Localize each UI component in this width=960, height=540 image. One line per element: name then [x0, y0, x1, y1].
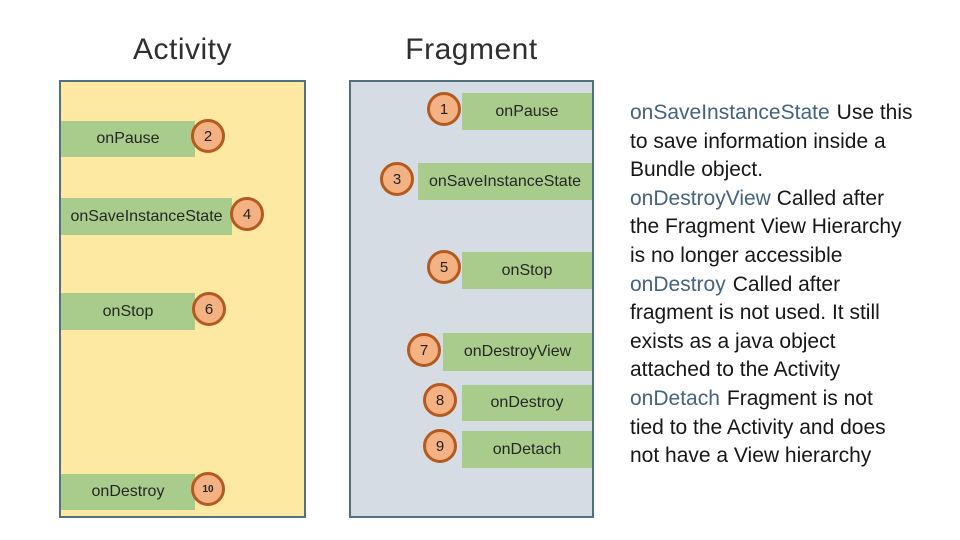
- step-circle-2: 2: [191, 119, 225, 153]
- activity-method-box-ondestroy: onDestroy: [61, 474, 195, 510]
- step-number: 1: [439, 100, 449, 118]
- step-number: 2: [203, 127, 213, 145]
- step-circle-4: 4: [230, 197, 264, 231]
- note-line: exists as a java object: [630, 329, 836, 353]
- method-label: onSaveInstanceState: [70, 207, 223, 225]
- step-number: 8: [435, 391, 445, 409]
- note-line: Bundle object.: [630, 158, 764, 182]
- fragment-panel: 1 onPause 3 onSaveInstanceState 5 onStop…: [349, 80, 594, 518]
- step-number: 9: [435, 437, 445, 455]
- fragment-method-box-onstop: onStop: [462, 252, 592, 289]
- fragment-method-box-ondetach: onDetach: [462, 431, 592, 468]
- method-label: onDestroy: [490, 394, 564, 411]
- note-line: fragment is not used. It still: [630, 301, 880, 325]
- note-keyword: onDetach: [630, 386, 720, 410]
- step-circle-7: 7: [407, 333, 441, 367]
- step-circle-3: 3: [380, 162, 414, 196]
- step-circle-10: 10: [191, 472, 225, 506]
- note-line: is no longer accessible: [630, 243, 843, 267]
- step-number: 10: [202, 483, 214, 495]
- method-label: onSaveInstanceState: [428, 172, 582, 190]
- fragment-column-title: Fragment: [405, 33, 538, 66]
- fragment-method-box-ondestroyview: onDestroyView: [443, 333, 592, 371]
- note-keyword: onDestroyView: [630, 186, 771, 210]
- note-keyword: onDestroy: [630, 272, 726, 296]
- method-label: onDetach: [492, 440, 562, 458]
- method-label: onPause: [96, 130, 160, 147]
- note-line: not have a View hierarchy: [630, 444, 872, 468]
- step-circle-9: 9: [423, 429, 457, 463]
- notes-text-block: onSaveInstanceState Use this to save info…: [630, 99, 960, 471]
- note-text: Called after: [732, 272, 841, 296]
- note-line: tied to the Activity and does: [630, 415, 886, 439]
- activity-method-box-onpause: onPause: [61, 121, 195, 157]
- note-line: the Fragment View Hierarchy: [630, 215, 902, 239]
- step-circle-6: 6: [192, 292, 226, 326]
- note-text: Fragment is not: [726, 386, 873, 410]
- method-label: onPause: [495, 102, 559, 120]
- method-label: onStop: [102, 302, 154, 320]
- step-circle-5: 5: [427, 250, 461, 284]
- note-line: onDestroyView Called after: [630, 185, 960, 214]
- method-label: onStop: [501, 261, 553, 279]
- activity-panel: onPause 2 onSaveInstanceState 4 onStop 6…: [59, 80, 306, 518]
- step-number: 3: [392, 170, 402, 188]
- step-circle-8: 8: [423, 383, 457, 417]
- note-text: Use this: [836, 101, 913, 124]
- fragment-method-box-ondestroy: onDestroy: [462, 385, 592, 421]
- note-text: Called after: [776, 186, 885, 210]
- step-number: 7: [419, 341, 429, 359]
- note-line: attached to the Activity: [630, 358, 841, 382]
- step-circle-1: 1: [427, 92, 461, 126]
- activity-method-box-onsaveinstancestate: onSaveInstanceState: [61, 198, 232, 235]
- note-line: to save information inside a: [630, 129, 886, 153]
- activity-method-box-onstop: onStop: [61, 293, 195, 330]
- step-number: 5: [439, 258, 449, 276]
- step-number: 4: [242, 205, 252, 223]
- method-label: onDestroyView: [463, 343, 572, 360]
- fragment-method-box-onpause: onPause: [462, 93, 592, 130]
- fragment-method-box-onsaveinstancestate: onSaveInstanceState: [418, 163, 592, 200]
- method-label: onDestroy: [91, 483, 165, 500]
- activity-column-title: Activity: [132, 33, 232, 66]
- step-number: 6: [204, 300, 214, 318]
- note-line: onSaveInstanceState Use this: [630, 99, 960, 128]
- note-keyword: onSaveInstanceState: [630, 101, 830, 124]
